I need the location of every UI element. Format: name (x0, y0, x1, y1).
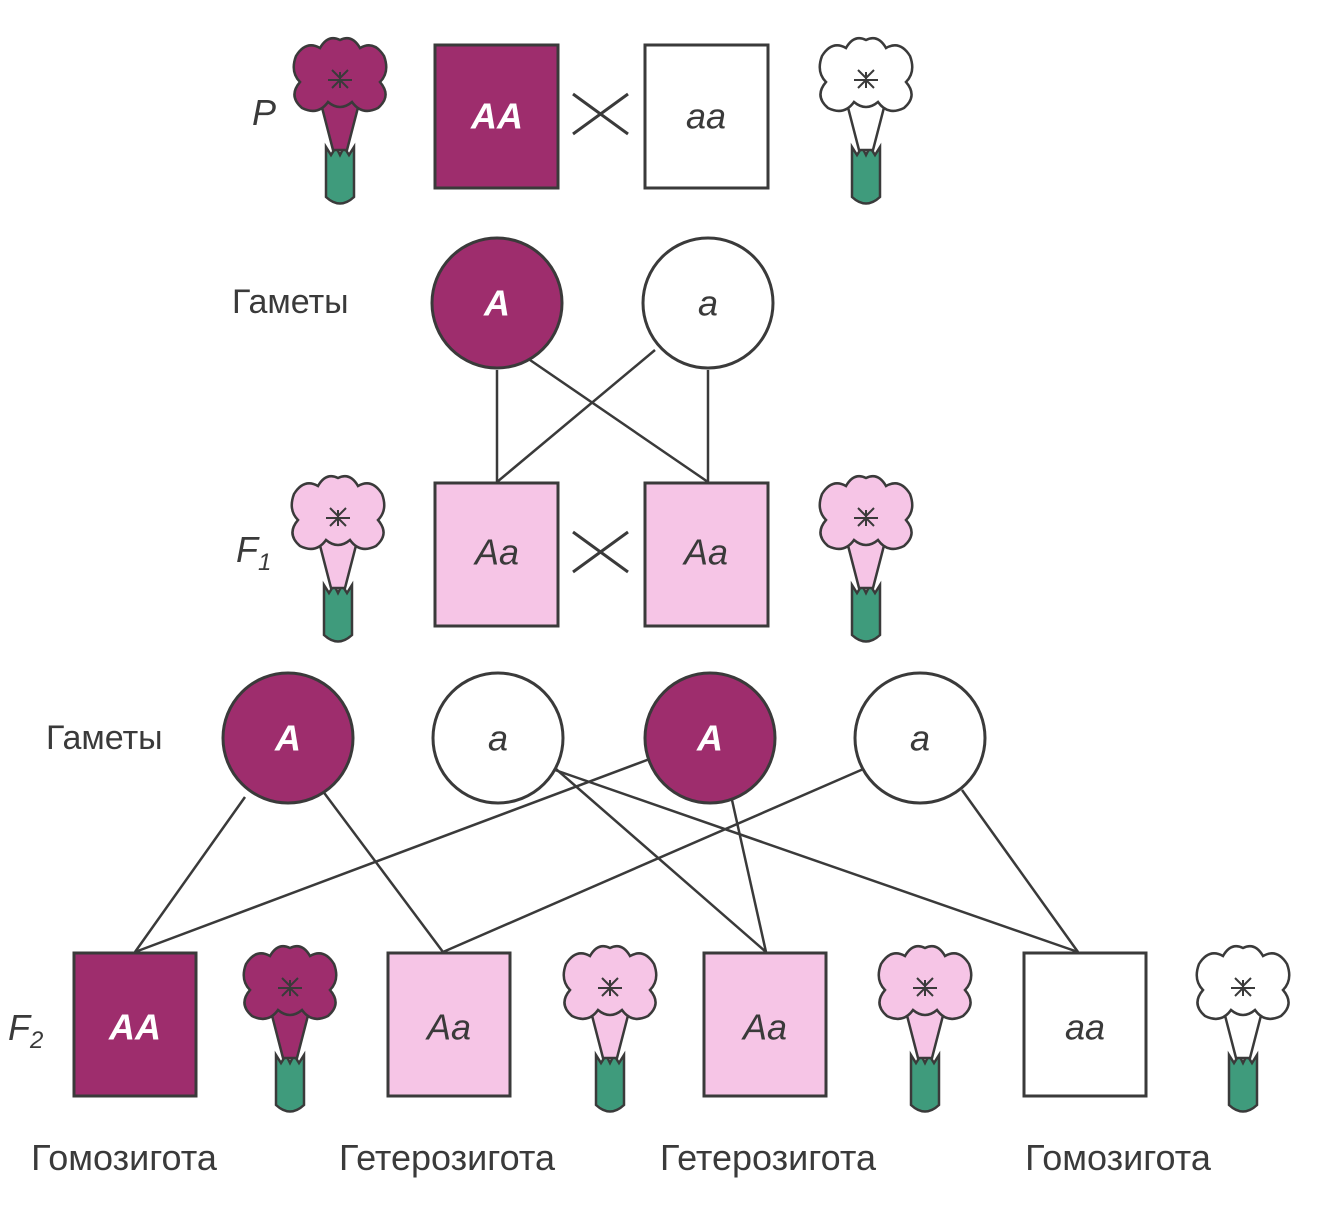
gamete-p-1: A (430, 236, 564, 370)
gamete-f1-2: a (431, 671, 565, 805)
generation-label-f2: F2 (8, 1007, 43, 1054)
flower-icon-f1-right (818, 474, 914, 643)
svg-text:A: A (274, 718, 301, 759)
svg-text:Aa: Aa (741, 1007, 787, 1048)
gametes-label-1: Гаметы (232, 283, 349, 321)
f1-box-1: Aa (433, 481, 560, 628)
genotype-box-fill (643, 43, 770, 190)
f2-label-2: Гетерозигота (339, 1137, 556, 1178)
flower-icon-p-dominant (292, 36, 388, 205)
f2-label-3: Гетерозигота (660, 1137, 877, 1178)
connector-lines-f1-to-f2 (133, 755, 1080, 954)
flower-icon-p-recessive (818, 36, 914, 205)
svg-text:A: A (696, 718, 723, 759)
gamete-f1-3: A (643, 671, 777, 805)
generation-label-p: P (252, 92, 276, 133)
flower-icon-f2-hetero-1 (562, 944, 658, 1113)
f2-label-4: Гомозигота (1025, 1137, 1212, 1178)
svg-text:Aa: Aa (682, 532, 728, 573)
flower-icon-f2-hetero-2 (877, 944, 973, 1113)
svg-text:Aa: Aa (473, 532, 519, 573)
connector-lines-p-to-f1 (495, 349, 710, 484)
f2-box-3: Aa (702, 951, 828, 1098)
gamete-f1-4: a (853, 671, 987, 805)
cross-symbol-p (572, 92, 629, 136)
svg-text:aa: aa (1065, 1007, 1105, 1048)
cross-symbol-f1 (572, 530, 629, 574)
f2-box-2: Aa (386, 951, 512, 1098)
svg-text:a: a (698, 283, 718, 324)
genotype-text: aa (686, 96, 726, 137)
flower-icon-f1-left (290, 474, 386, 643)
svg-text:a: a (910, 718, 930, 759)
parent-box-2: aa (643, 43, 770, 190)
svg-text:Aa: Aa (425, 1007, 471, 1048)
f2-label-1: Гомозигота (31, 1137, 218, 1178)
f2-box-4: aa (1022, 951, 1148, 1098)
gametes-label-2: Гаметы (46, 719, 163, 757)
svg-text:A: A (483, 283, 510, 324)
svg-text:a: a (488, 718, 508, 759)
genotype-text: AA (470, 96, 523, 137)
gamete-f1-1: A (221, 671, 355, 805)
flower-icon-f2-dominant (242, 944, 338, 1113)
f1-box-2: Aa (643, 481, 770, 628)
svg-text:AA: AA (108, 1007, 161, 1048)
generation-label-f1: F1 (236, 529, 271, 576)
gamete-p-2: a (641, 236, 775, 370)
f2-box-1: AA (72, 951, 198, 1098)
genotype-box-fill (433, 43, 560, 190)
flower-icon-f2-recessive (1195, 944, 1291, 1113)
parent-box-1: AA (433, 43, 560, 190)
